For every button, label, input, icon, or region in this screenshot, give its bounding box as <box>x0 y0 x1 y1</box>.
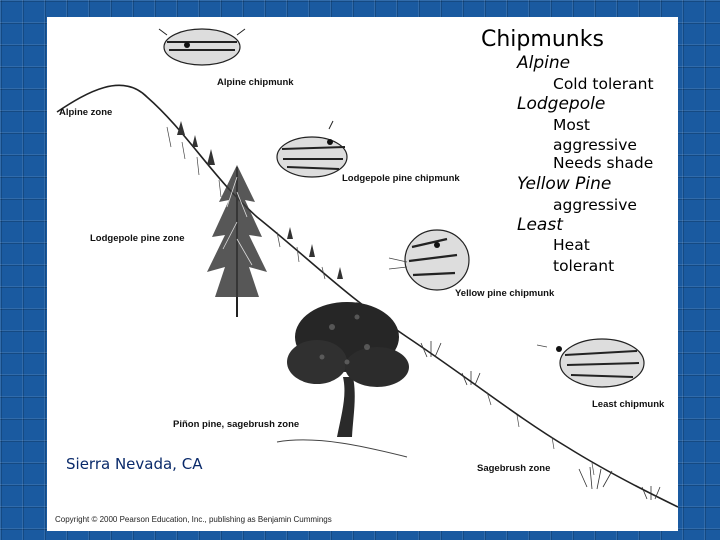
species-yellow-pine: Yellow Pine <box>517 174 612 194</box>
trait-lodgepole-2: aggressive <box>553 136 637 154</box>
lodgepole-tree <box>207 165 267 317</box>
species-alpine: Alpine <box>517 53 571 73</box>
pinon-tree <box>287 302 409 437</box>
caption: Sierra Nevada, CA <box>66 455 203 473</box>
lodgepole-zone-label: Lodgepole pine zone <box>90 233 185 244</box>
pinon-zone-label: Piñon pine, sagebrush zone <box>173 419 300 430</box>
least-chipmunk-label: Least chipmunk <box>592 399 665 410</box>
least-chipmunk-drawing <box>536 338 645 388</box>
slide-panel: Alpine chipmunk Alpine zone Lodgepole pi… <box>47 17 678 531</box>
mountain-slope <box>56 84 678 508</box>
trait-lodgepole-1: Most <box>553 116 591 134</box>
yellow-pine-chipmunk-drawing <box>388 229 470 291</box>
alpine-chipmunk-drawing <box>158 28 246 66</box>
trait-lodgepole-3: Needs shade <box>553 154 654 172</box>
trait-yellow-pine-1: aggressive <box>553 196 637 214</box>
species-least: Least <box>517 215 563 235</box>
trait-least-1: Heat <box>553 236 590 254</box>
slide-title: Chipmunks <box>481 27 604 52</box>
trait-alpine-1: Cold tolerant <box>553 75 654 93</box>
lodgepole-chipmunk-label: Lodgepole pine chipmunk <box>342 173 460 184</box>
yellow-pine-chipmunk-label: Yellow pine chipmunk <box>455 288 555 299</box>
sagebrush-shrubs <box>420 341 661 500</box>
trait-least-2: tolerant <box>553 257 615 275</box>
species-lodgepole: Lodgepole <box>517 94 606 114</box>
alpine-chipmunk-label: Alpine chipmunk <box>217 77 294 88</box>
mountain-illustration <box>56 28 678 508</box>
copyright-notice: Copyright © 2000 Pearson Education, Inc.… <box>55 515 332 524</box>
sagebrush-zone-label: Sagebrush zone <box>477 463 551 474</box>
lodgepole-chipmunk-drawing <box>276 120 348 178</box>
alpine-zone-label: Alpine zone <box>59 107 113 118</box>
